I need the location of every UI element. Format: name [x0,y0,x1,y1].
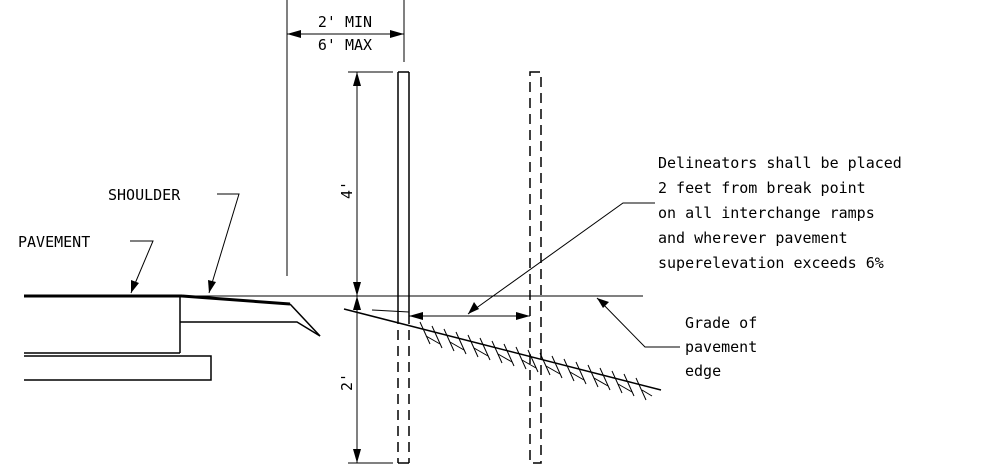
note-line: 2 feet from break point [658,179,866,197]
offset-dimension: 2' MIN 6' MAX [286,0,405,276]
placement-note: Delineators shall be placed 2 feet from … [658,154,902,272]
delineator-post [397,71,410,464]
grade-note: Grade of pavement edge [596,297,757,380]
break-point-dimension [371,309,530,320]
alternate-post [529,71,542,464]
shoulder-label: SHOULDER [108,186,181,204]
pavement-section [24,294,321,381]
embankment-slope [343,308,662,401]
shoulder-callout: SHOULDER [108,186,240,294]
height-above-grade-label: 4' [338,181,356,199]
note-line: on all interchange ramps [658,204,875,222]
grade-note-line: pavement [685,338,757,356]
grade-note-line: edge [685,362,721,380]
offset-max-label: 6' MAX [318,36,372,54]
note-line: superelevation exceeds 6% [658,254,884,272]
note-line: and wherever pavement [658,229,848,247]
grade-note-line: Grade of [685,314,757,332]
offset-min-label: 2' MIN [318,13,372,31]
note-leader [467,202,655,315]
pavement-label: PAVEMENT [18,233,90,251]
depth-below-grade-label: 2' [338,373,356,391]
height-dimension: 4' 2' [338,71,393,464]
pavement-callout: PAVEMENT [18,233,154,294]
note-line: Delineators shall be placed [658,154,902,172]
